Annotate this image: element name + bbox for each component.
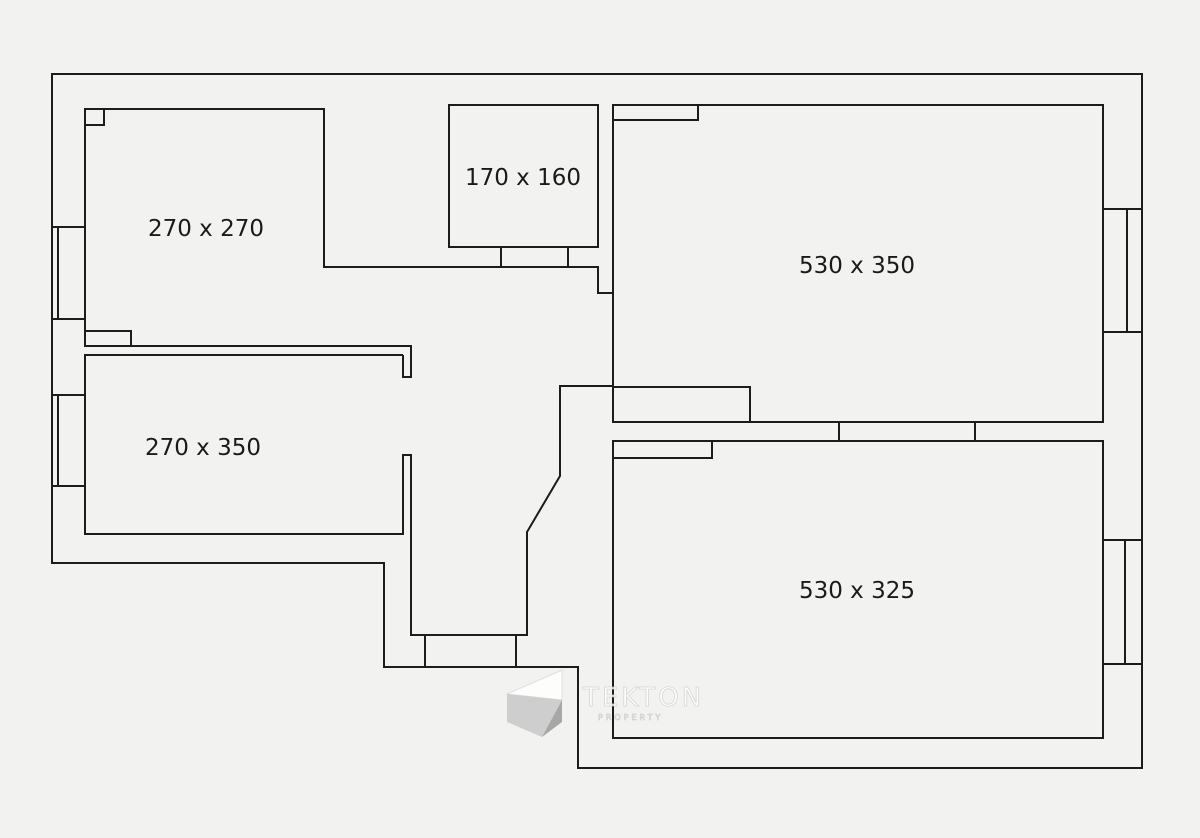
room-a-label: 270 x 270 — [148, 216, 264, 242]
room-d-door — [838, 422, 976, 441]
watermark-brand: TEKTON — [582, 683, 704, 713]
window-west-lower — [51, 394, 86, 487]
room-b-wall — [84, 354, 613, 636]
room-d-radiator — [612, 104, 699, 121]
room-labels: 270 x 270 270 x 350 170 x 160 530 x 350 … — [145, 165, 915, 604]
room-d-cabinet — [612, 386, 751, 423]
window-east-upper — [1102, 208, 1143, 333]
watermark-tagline: PROPERTY — [598, 713, 663, 722]
room-c-door — [500, 247, 613, 294]
windows — [51, 208, 1143, 665]
room-d-label: 530 x 350 — [799, 253, 915, 279]
room-c-label: 170 x 160 — [465, 165, 581, 191]
room-b-label: 270 x 350 — [145, 435, 261, 461]
room-c-wall — [448, 104, 599, 248]
window-west-upper — [51, 226, 86, 320]
room-a-wall — [84, 108, 500, 378]
room-e-radiator — [612, 440, 713, 459]
entrance-door — [424, 635, 517, 667]
room-d-wall — [612, 104, 1104, 423]
room-a-radiator — [84, 330, 132, 347]
room-a-corner-detail — [84, 108, 105, 126]
room-e-label: 530 x 325 — [799, 578, 915, 604]
watermark: TEKTON PROPERTY — [505, 669, 704, 737]
tekton-logo-icon — [505, 669, 563, 737]
walls — [51, 73, 1143, 769]
window-east-lower — [1102, 539, 1143, 665]
